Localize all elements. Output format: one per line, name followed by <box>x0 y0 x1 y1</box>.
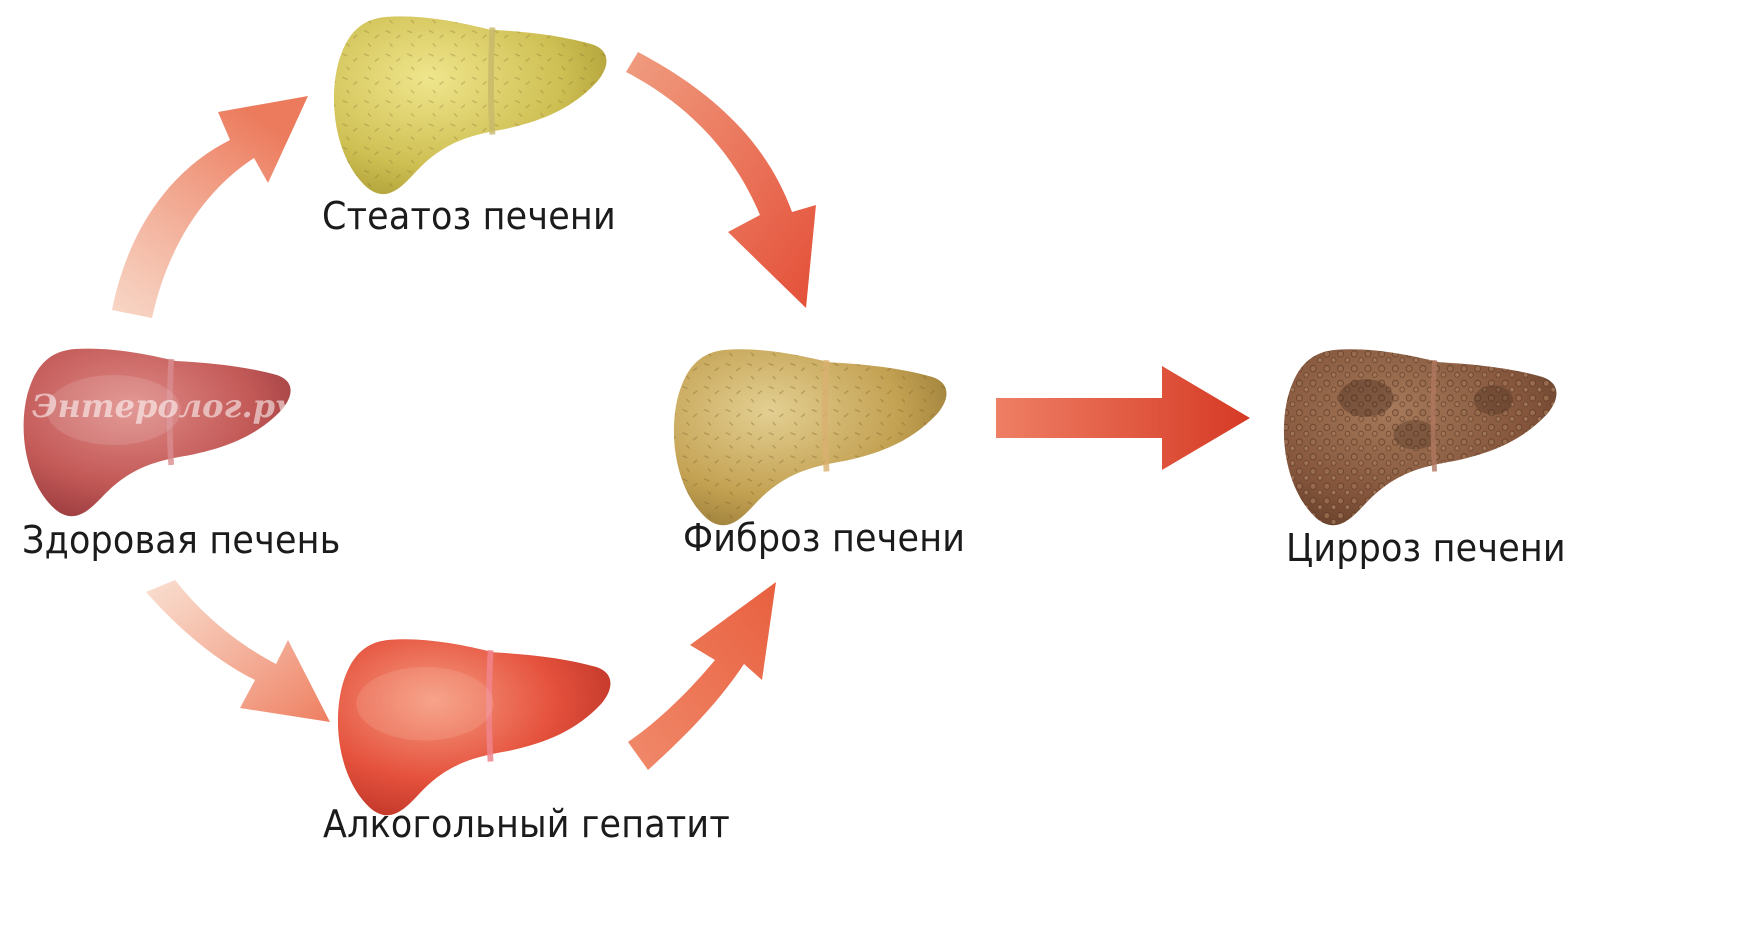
arrow-steatosis-to-fibrosis <box>626 52 816 308</box>
liver-healthy <box>24 349 291 517</box>
arrow-healthy-to-hepatitis <box>146 580 330 722</box>
liver-steatosis <box>334 16 607 194</box>
label-steatosis: Стеатоз печени <box>322 194 616 238</box>
label-healthy: Здоровая печень <box>22 518 340 562</box>
arrow-hepatitis-to-fibrosis <box>628 582 776 770</box>
liver-hepatitis <box>338 639 611 815</box>
label-cirrhosis: Цирроз печени <box>1286 526 1566 570</box>
arrow-healthy-to-steatosis <box>112 96 308 318</box>
arrow-fibrosis-to-cirrhosis <box>996 366 1250 470</box>
label-hepatitis: Алкогольный гепатит <box>323 802 730 846</box>
watermark-text: Энтеролог.ру <box>32 387 294 425</box>
label-fibrosis: Фиброз печени <box>683 516 965 560</box>
liver-fibrosis <box>674 349 947 525</box>
liver-cirrhosis <box>1284 349 1557 525</box>
